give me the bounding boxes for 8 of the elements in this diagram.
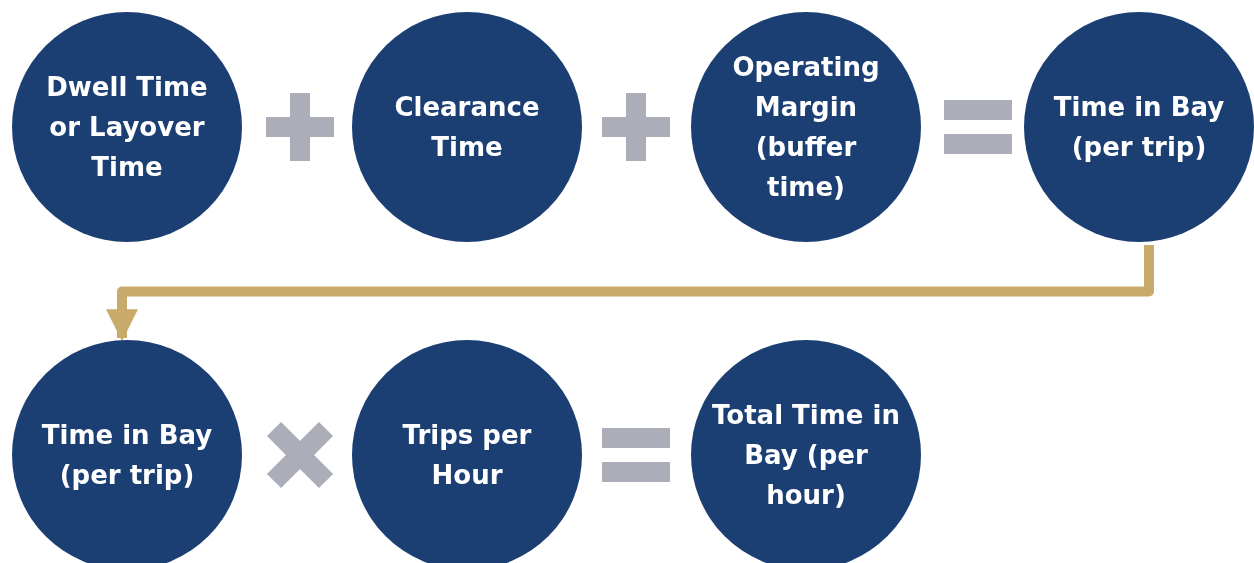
node-label: Time in Bay (per trip): [1052, 91, 1226, 164]
node-label: Dwell Time or Layover Time: [45, 71, 209, 184]
node-label: Time in Bay (per trip): [40, 419, 214, 492]
node-label: Clearance Time: [393, 91, 541, 164]
node-label: Operating Margin (buffer time): [731, 51, 881, 204]
node-label: Total Time in Bay (per hour): [711, 399, 901, 512]
arrow: [106, 245, 1154, 342]
node-label: Trips per Hour: [401, 419, 533, 492]
